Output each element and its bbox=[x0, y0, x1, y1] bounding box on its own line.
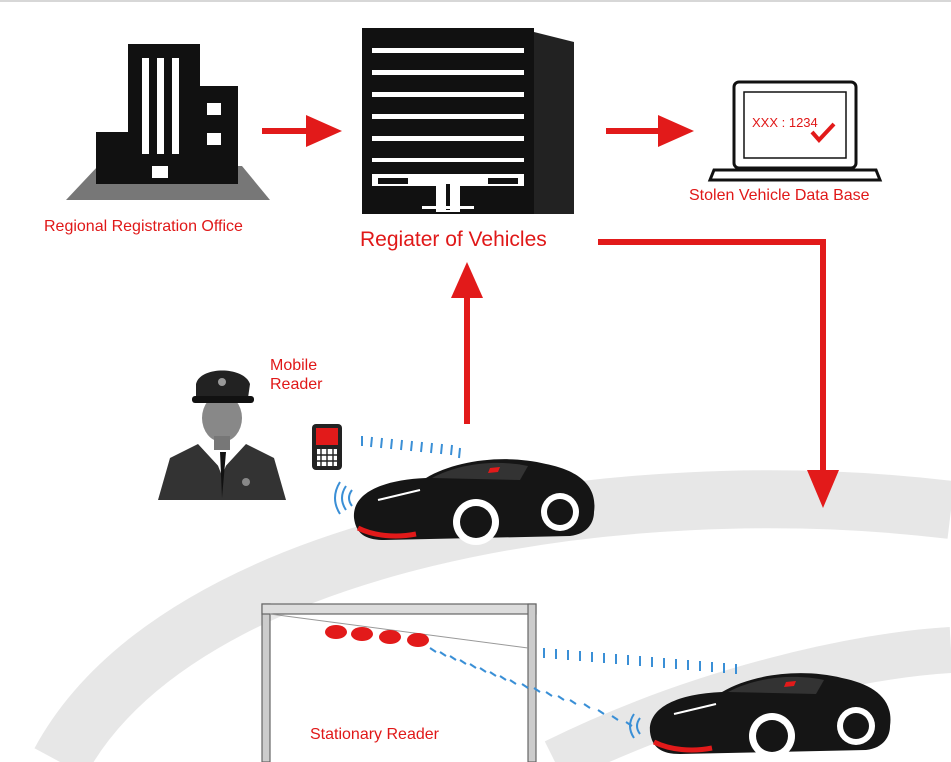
mobile-reader-label: Mobile Reader bbox=[270, 356, 322, 394]
register-building-icon bbox=[362, 28, 574, 214]
top-border bbox=[0, 0, 951, 2]
mobile-reader-icon bbox=[312, 424, 342, 470]
register-label: Regiater of Vehicles bbox=[360, 228, 547, 251]
mobile-reader-label-line2: Reader bbox=[270, 376, 323, 393]
stolen-database-label: Stolen Vehicle Data Base bbox=[689, 187, 870, 204]
police-officer-icon bbox=[158, 370, 286, 500]
gantry-icon bbox=[261, 603, 537, 762]
mobile-reader-label-line1: Mobile bbox=[270, 357, 318, 374]
arrow-register-to-database bbox=[606, 115, 694, 147]
regional-office-label: Regional Registration Office bbox=[44, 218, 243, 235]
car-icon bbox=[353, 459, 595, 545]
stationary-signal-waves bbox=[429, 647, 737, 739]
screen-code-text: XXX : 1234 bbox=[752, 115, 818, 130]
arrow-register-to-stationary bbox=[598, 239, 839, 508]
laptop-icon: XXX : 1234 bbox=[707, 80, 883, 182]
arrow-office-to-register bbox=[262, 115, 342, 147]
car-icon bbox=[649, 673, 891, 759]
office-building-icon bbox=[66, 44, 270, 200]
stationary-reader-lamps bbox=[325, 625, 429, 647]
arrow-mobile-to-register bbox=[451, 262, 483, 424]
stationary-reader-label: Stationary Reader bbox=[310, 726, 439, 743]
